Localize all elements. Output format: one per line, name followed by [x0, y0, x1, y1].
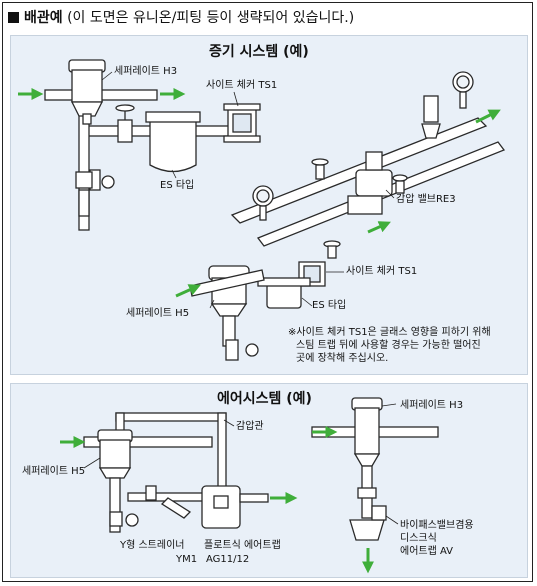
label-y-strainer: Y형 스트레이너: [120, 540, 185, 551]
label-es-type-mid: ES 타입: [312, 300, 347, 311]
drain-valve-h5: [225, 339, 259, 361]
label-separator-h5-steam: 세퍼레이트 H5: [126, 308, 190, 319]
title-note: (이 도면은 유니온/피팅 등이 생략되어 있습니다.): [67, 10, 355, 26]
label-model-ag: AG11/12: [206, 554, 250, 565]
pressure-gauge-mid: [252, 185, 274, 221]
flow-arrow: [175, 284, 201, 298]
label-bypass-valve: 바이패스밸브겸용: [400, 520, 474, 531]
label-separator-h3-air: 세퍼레이트 H3: [400, 400, 464, 411]
label-pressure-pipe: 감압관: [236, 421, 264, 432]
gate-valve-top: [115, 104, 135, 143]
separator-h3-steam: [68, 59, 106, 125]
air-bypass-pipe: [115, 412, 227, 494]
label-sight-checker-mid: 사이트 체커 TS1: [346, 266, 418, 277]
steam-note-line1: ※사이트 체커 TS1은 글래스 영향을 피하기 위해: [288, 327, 491, 338]
es-trap-top: [145, 111, 201, 173]
title-main: 배관예: [24, 10, 63, 26]
air-drain-valve: [109, 511, 139, 527]
flow-arrow: [475, 109, 501, 124]
sight-checker-ts1-top: [223, 103, 261, 143]
square-bullet-icon: [8, 12, 19, 23]
label-reducing-valve: 감압 밸브RE3: [396, 194, 456, 205]
diagonal-valves: [311, 158, 408, 259]
air-system-title: 에어시스템 (예): [217, 391, 312, 407]
figure-frame: [2, 2, 533, 582]
reducing-valve-re3: [347, 151, 393, 215]
separator-h5-air: [97, 429, 133, 533]
label-model-ym1: YM1: [176, 554, 198, 565]
label-air-trap-av: 에어트랩 AV: [400, 546, 454, 557]
figure-title: 배관예 (이 도면은 유니온/피팅 등이 생략되어 있습니다.): [8, 9, 354, 27]
steam-note: ※사이트 체커 TS1은 글래스 영향을 피하기 위해 스팀 트랩 뒤에 사용할…: [288, 326, 491, 365]
pressure-gauge-upper: [452, 71, 474, 109]
label-float-trap: 플로트식 에어트랩: [204, 540, 281, 551]
es-trap-mid: [257, 277, 311, 309]
steam-note-line2: 스팀 트랩 뒤에 사용할 경우는 가능한 떨어진: [296, 340, 481, 351]
air-system-panel: [10, 383, 528, 578]
label-sight-checker-top: 사이트 체커 TS1: [206, 80, 278, 91]
label-es-type-top: ES 타입: [160, 180, 195, 191]
steam-note-line3: 곳에 장착해 주십시오.: [296, 353, 389, 364]
flow-arrow: [367, 221, 391, 234]
bypass-disc-trap-av: [349, 487, 387, 541]
label-disc-type: 디스크식: [400, 533, 437, 544]
separator-h5-steam: [189, 265, 265, 347]
drain-valve-left: [75, 171, 115, 217]
float-air-trap: [201, 485, 269, 529]
steam-system-title: 증기 시스템 (예): [209, 44, 309, 60]
label-separator-h5-air: 세퍼레이트 H5: [22, 466, 86, 477]
safety-valve: [421, 95, 441, 139]
separator-h3-air: [311, 397, 439, 519]
label-separator-h3-steam: 세퍼레이트 H3: [114, 66, 178, 77]
